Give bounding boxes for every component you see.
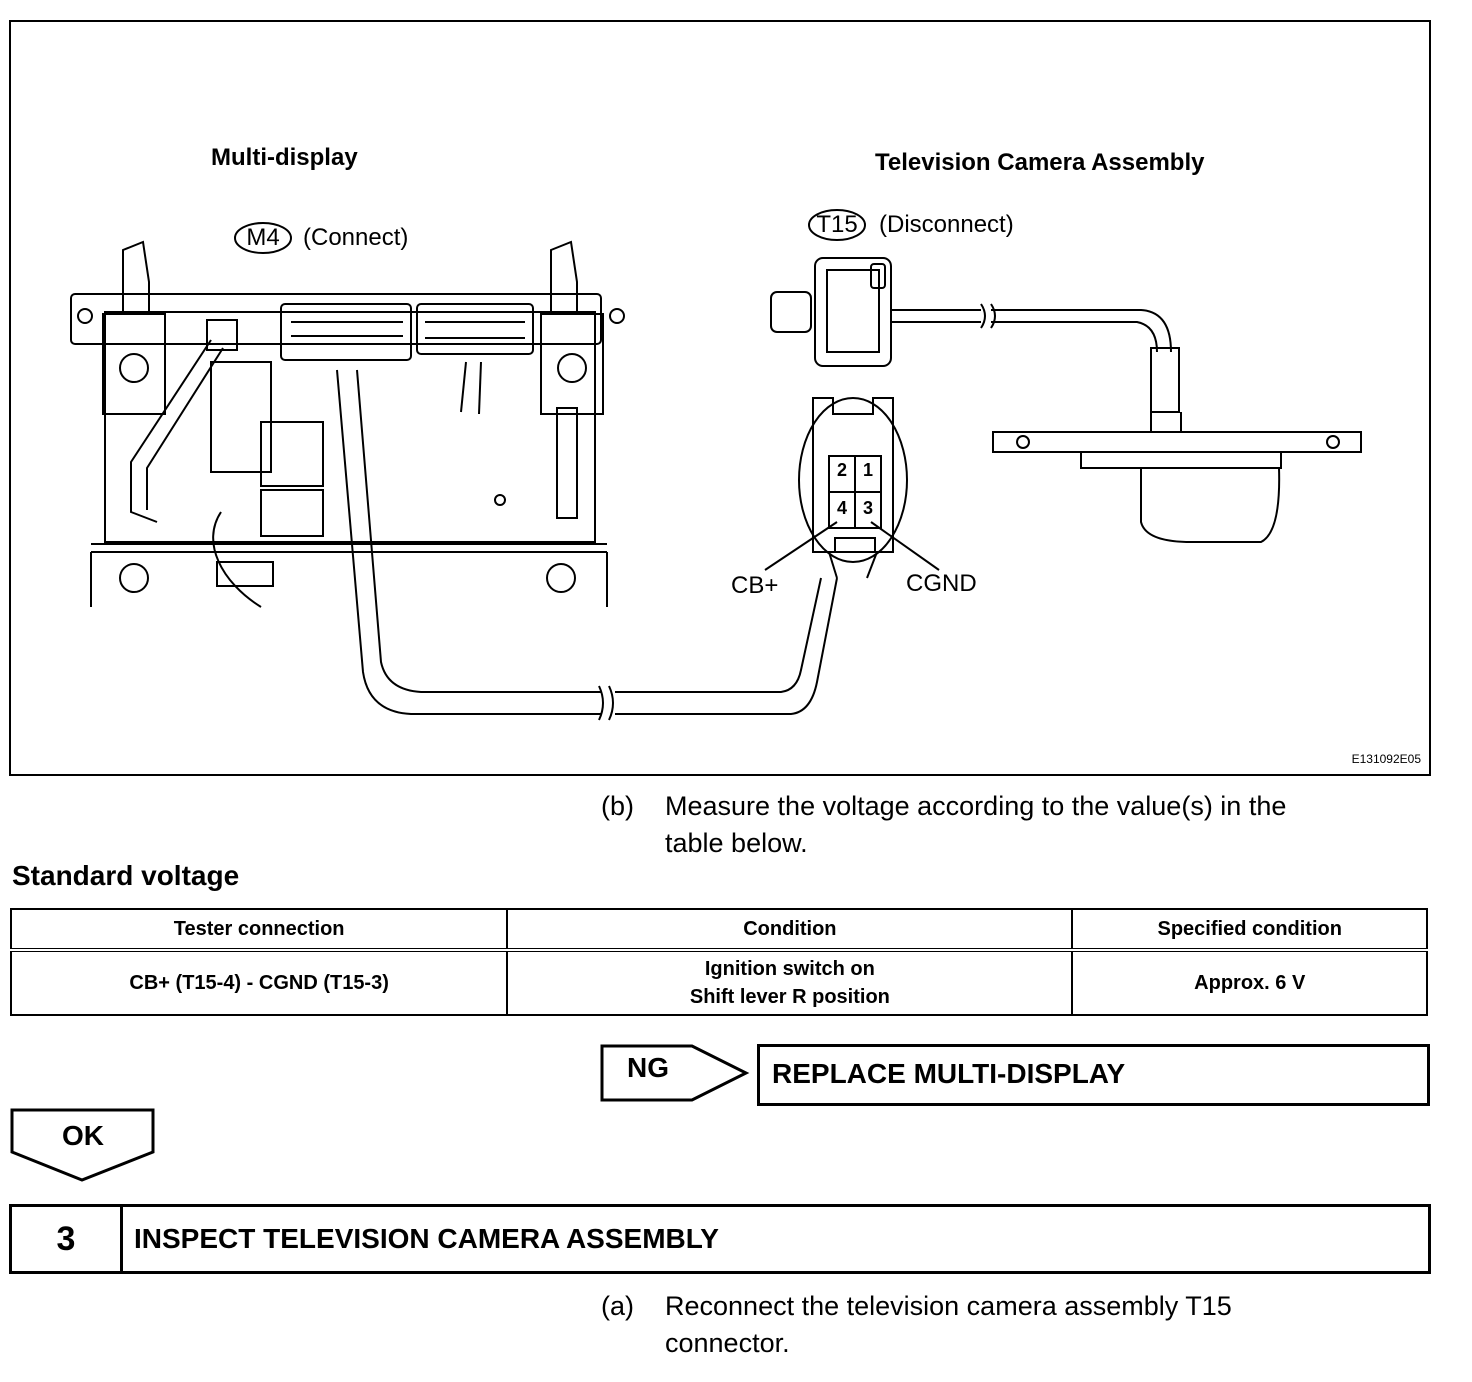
harness-drawing	[336, 369, 838, 721]
multi-display-title: Multi-display	[211, 144, 358, 171]
camera-drawing	[992, 412, 1362, 543]
cgnd-leader-line	[870, 521, 940, 571]
table-row: CB+ (T15-4) - CGND (T15-3) Ignition swit…	[9, 949, 1428, 1016]
condition-line-2: Shift lever R position	[689, 986, 890, 1008]
cb-leader-line	[764, 521, 838, 571]
header-condition: Condition	[506, 908, 1074, 952]
cell-specified-condition: Approx. 6 V	[1071, 949, 1428, 1016]
m4-tag-outline	[234, 222, 292, 254]
ok-label: OK	[62, 1120, 104, 1151]
step-3-header: 3 INSPECT TELEVISION CAMERA ASSEMBLY	[9, 1204, 1431, 1274]
ok-arrow-shape	[10, 1108, 155, 1182]
step-3-number: 3	[12, 1207, 123, 1271]
ng-arrow-shape	[600, 1044, 750, 1102]
header-tester-connection: Tester connection	[9, 908, 509, 952]
wiring-diagram-drawing	[70, 209, 1362, 721]
standard-voltage-table: Tester connection Condition Specified co…	[9, 908, 1428, 1016]
cb-plus-label: CB+	[731, 572, 779, 599]
cell-tester-connection: CB+ (T15-4) - CGND (T15-3)	[9, 949, 509, 1016]
m4-connector-code: M4	[246, 224, 280, 251]
table-header-row: Tester connection Condition Specified co…	[9, 908, 1428, 952]
figure-code: E131092E05	[1351, 752, 1421, 766]
t15-disconnect-state: (Disconnect)	[879, 211, 1014, 238]
step-b-letter: (b)	[601, 791, 634, 821]
camera-title: Television Camera Assembly	[875, 149, 1205, 176]
step-3-title: INSPECT TELEVISION CAMERA ASSEMBLY	[134, 1223, 719, 1254]
pin-face-drawing	[798, 397, 908, 579]
header-specified-condition: Specified condition	[1071, 908, 1428, 952]
t15-connector-drawing	[770, 257, 1180, 413]
t15-tag-outline	[808, 209, 866, 241]
multi-display-unit-drawing	[70, 240, 625, 608]
pin-4-label: 4	[836, 498, 847, 518]
standard-voltage-heading: Standard voltage	[12, 860, 240, 891]
pin-1-label: 1	[862, 460, 873, 480]
step-a-letter: (a)	[601, 1291, 634, 1321]
step-b-line-2: table below.	[665, 828, 808, 858]
step-b-line-1: Measure the voltage according to the val…	[665, 791, 1287, 821]
condition-line-1: Ignition switch on	[704, 958, 875, 980]
ng-action-box: REPLACE MULTI-DISPLAY	[757, 1044, 1430, 1106]
ng-action-text: REPLACE MULTI-DISPLAY	[772, 1058, 1126, 1089]
step-a-line-1: Reconnect the television camera assembly…	[665, 1291, 1232, 1321]
m4-connect-state: (Connect)	[303, 224, 409, 251]
pin-2-label: 2	[836, 460, 847, 480]
pin-3-label: 3	[862, 498, 873, 518]
cgnd-label: CGND	[906, 570, 977, 597]
step-a-line-2: connector.	[665, 1328, 790, 1358]
ng-label: NG	[627, 1052, 669, 1083]
t15-connector-code: T15	[816, 211, 858, 238]
wiring-figure: Multi-display M4 (Connect) Television Ca…	[9, 20, 1431, 776]
cell-condition: Ignition switch on Shift lever R positio…	[506, 949, 1074, 1016]
